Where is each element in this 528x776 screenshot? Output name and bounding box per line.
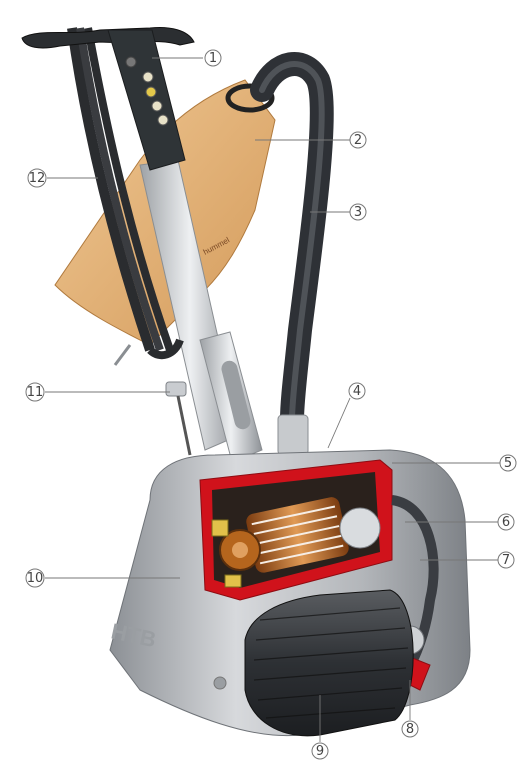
svg-text:5: 5 xyxy=(504,456,512,471)
cable-bundle xyxy=(67,27,184,366)
callout-2: 2 xyxy=(349,131,367,149)
cooling-fan xyxy=(339,507,381,549)
callout-6: 6 xyxy=(497,513,515,531)
svg-text:1: 1 xyxy=(209,51,217,66)
callout-10: 10 xyxy=(25,568,45,588)
svg-text:12: 12 xyxy=(29,171,46,186)
svg-text:10: 10 xyxy=(27,571,44,586)
svg-text:4: 4 xyxy=(353,384,361,399)
callout-8: 8 xyxy=(401,720,419,738)
callout-3: 3 xyxy=(349,203,367,221)
callout-12: 12 xyxy=(27,168,47,188)
svg-text:6: 6 xyxy=(502,515,510,530)
callout-badges: 1 2 3 4 5 6 7 8 9 10 11 12 xyxy=(25,49,517,760)
vacuum-hose xyxy=(250,52,334,456)
sanding-drum-icon xyxy=(244,589,414,737)
callout-1: 1 xyxy=(204,49,222,67)
svg-text:7: 7 xyxy=(502,553,510,568)
motor-cutaway xyxy=(199,459,393,601)
callout-9: 9 xyxy=(311,742,329,760)
svg-text:9: 9 xyxy=(316,744,324,759)
svg-text:8: 8 xyxy=(406,722,414,737)
svg-text:2: 2 xyxy=(354,133,362,148)
callout-leaders xyxy=(45,57,500,742)
control-panel-icon xyxy=(107,29,186,171)
svg-text:11: 11 xyxy=(27,385,44,400)
callout-11: 11 xyxy=(25,382,45,402)
adjustment-lever xyxy=(165,381,192,456)
svg-text:3: 3 xyxy=(354,205,362,220)
callout-5: 5 xyxy=(499,454,517,472)
callout-4: 4 xyxy=(348,382,366,400)
callout-7: 7 xyxy=(497,551,515,569)
